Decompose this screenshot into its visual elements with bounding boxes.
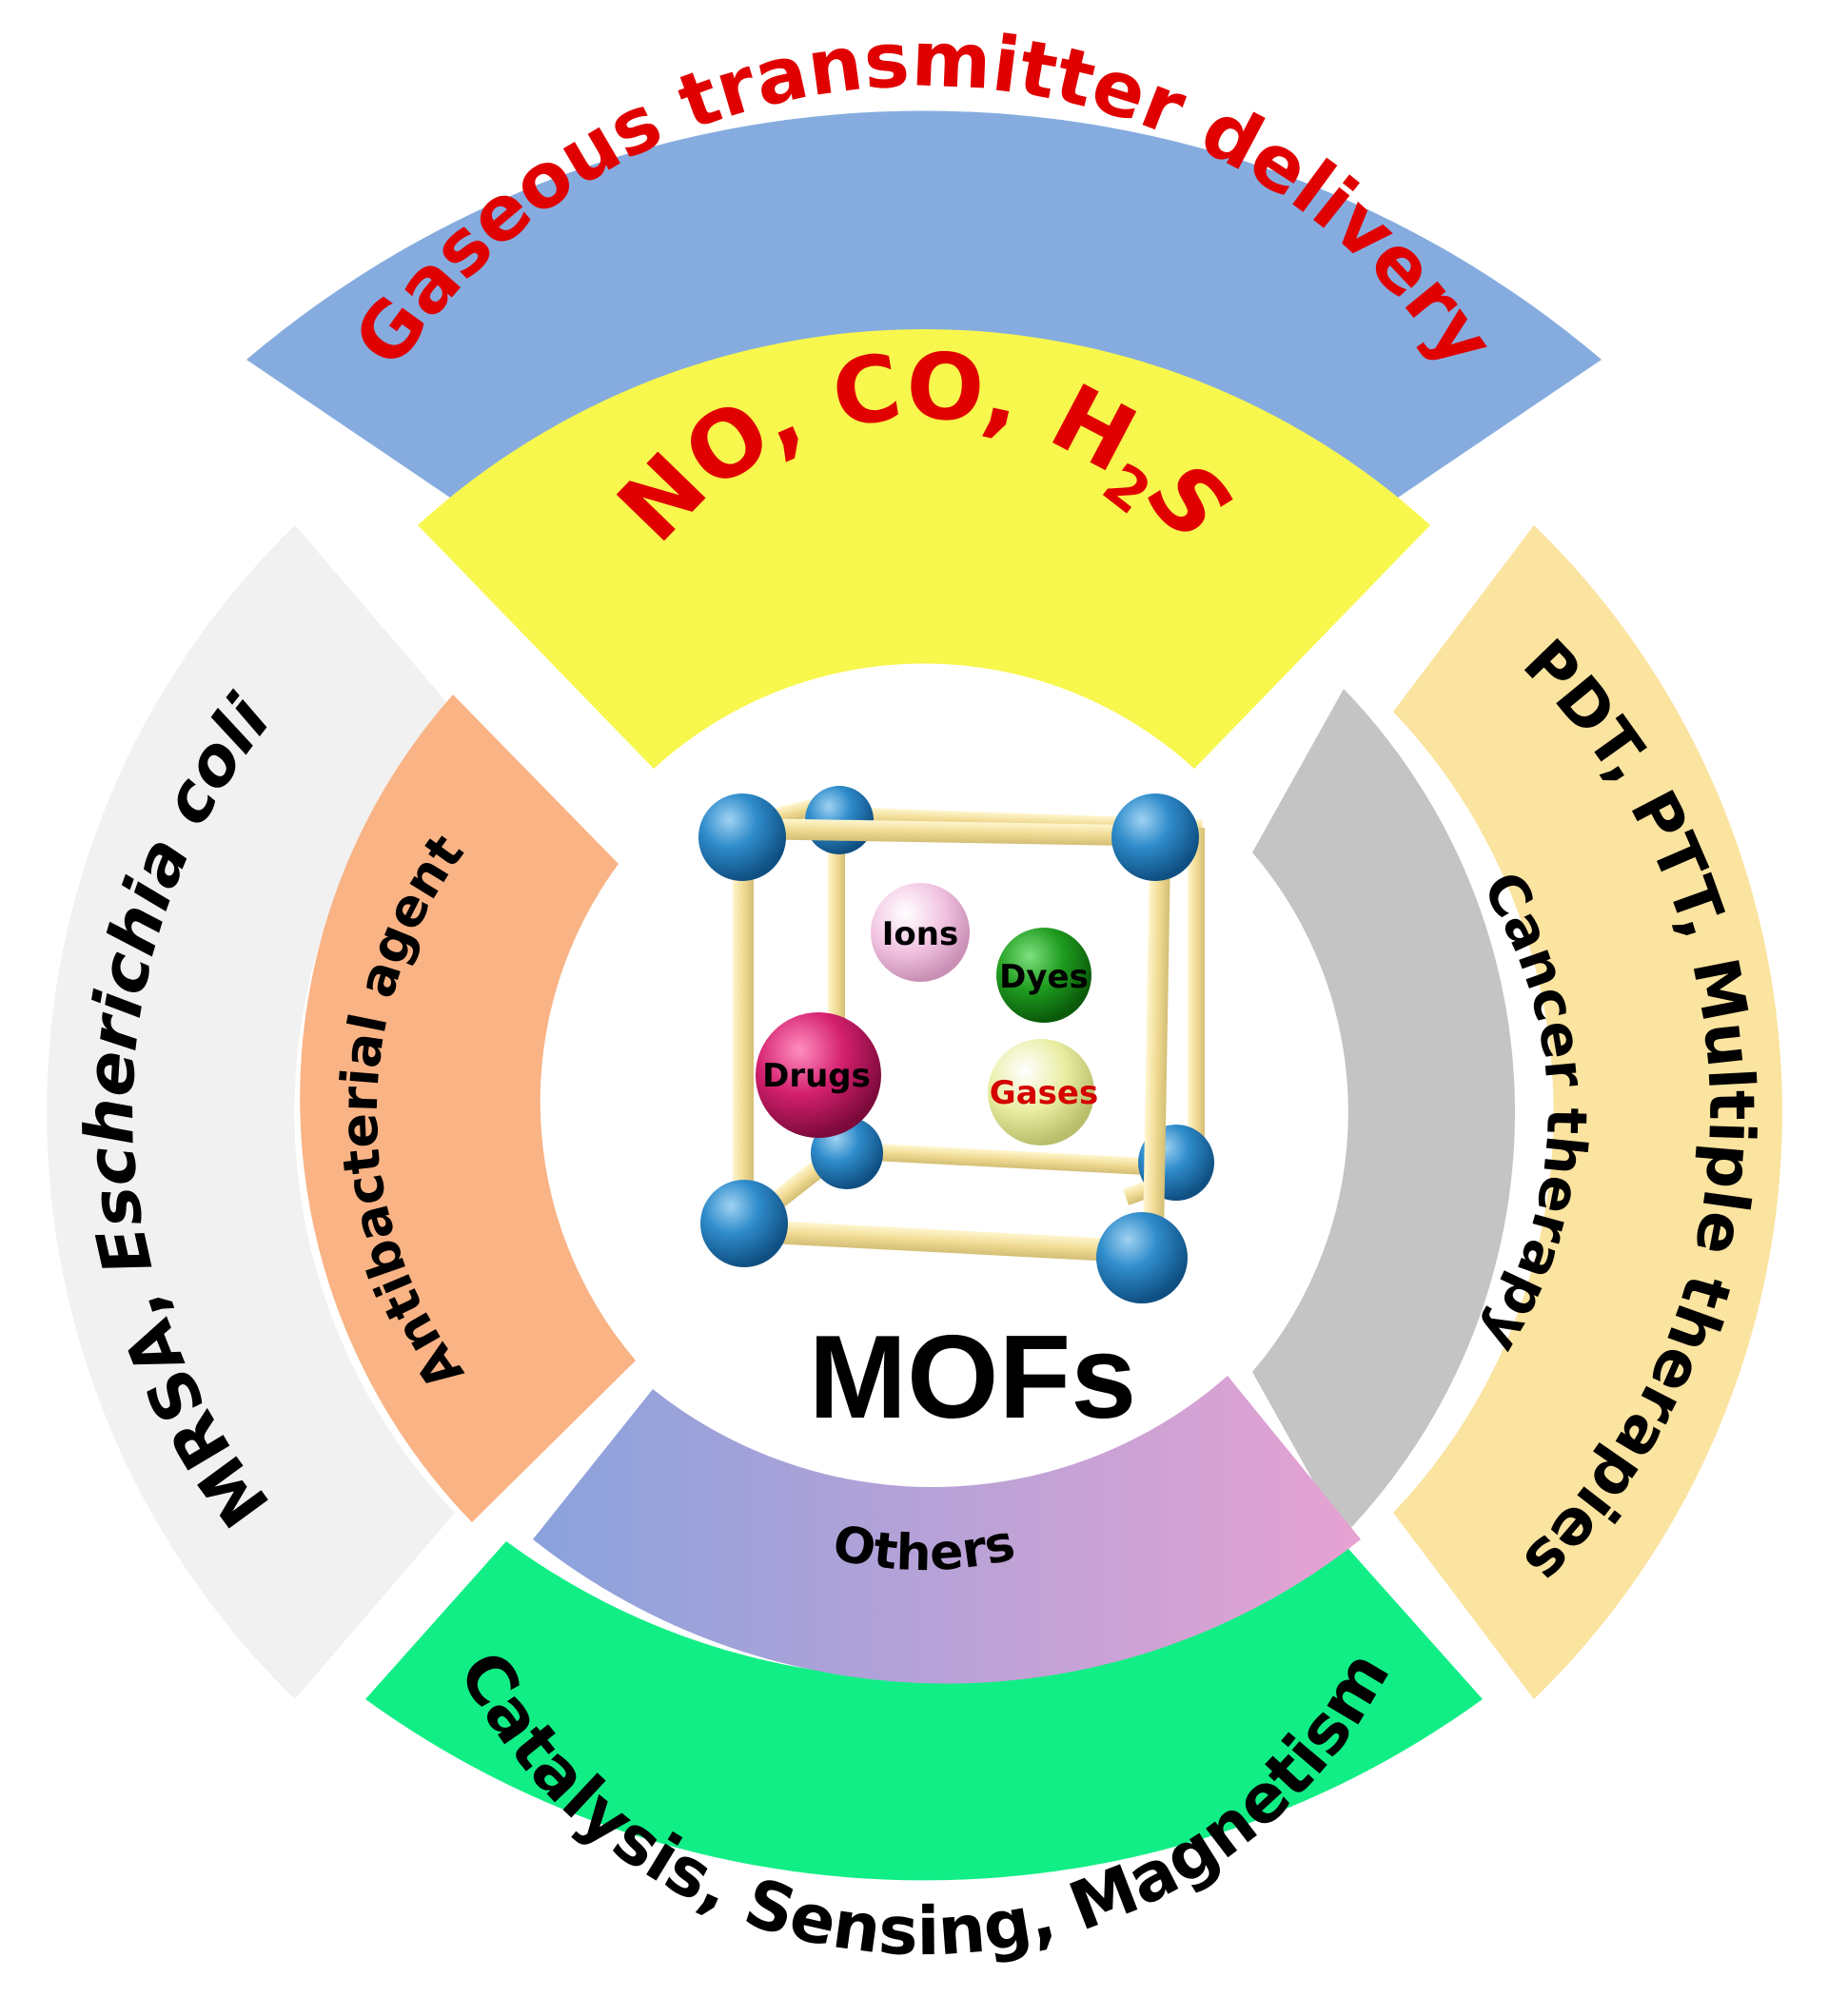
- sector-top-inner: [418, 329, 1430, 769]
- ball-ions: [871, 883, 970, 982]
- rod-front-bottom: [750, 1220, 1132, 1263]
- ball-drugs: [756, 1012, 881, 1138]
- ball-gases-label: Gases: [990, 1074, 1098, 1112]
- rod-front-top: [747, 818, 1148, 847]
- node-front-br: [1096, 1212, 1188, 1303]
- rod-back-right: [1188, 828, 1205, 1151]
- ball-dyes-label: Dyes: [999, 958, 1089, 996]
- center-title-mofs: MOFs: [809, 1312, 1136, 1443]
- rod-back-bottom: [836, 1142, 1180, 1177]
- ball-gases: [988, 1039, 1094, 1145]
- label-others: Others: [828, 1515, 1019, 1583]
- node-front-tl: [698, 793, 786, 881]
- sector-left-inner: [300, 695, 636, 1522]
- rod-front-left: [733, 847, 754, 1208]
- ball-dyes: [996, 928, 1091, 1023]
- sector-right-outer: [1393, 525, 1782, 1699]
- sector-bottom-inner: [533, 1376, 1361, 1684]
- sector-left-outer: [47, 525, 456, 1699]
- label-others-path: Others: [828, 1515, 1019, 1583]
- rod-front-right: [1143, 854, 1170, 1236]
- node-front-tr: [1111, 793, 1199, 881]
- ball-drugs-label: Drugs: [762, 1057, 871, 1095]
- mof-cube: Ions Dyes Drugs Gases: [698, 786, 1214, 1303]
- node-front-bl: [700, 1180, 788, 1267]
- ball-ions-label: Ions: [882, 915, 958, 953]
- sector-right-inner: [1252, 689, 1516, 1536]
